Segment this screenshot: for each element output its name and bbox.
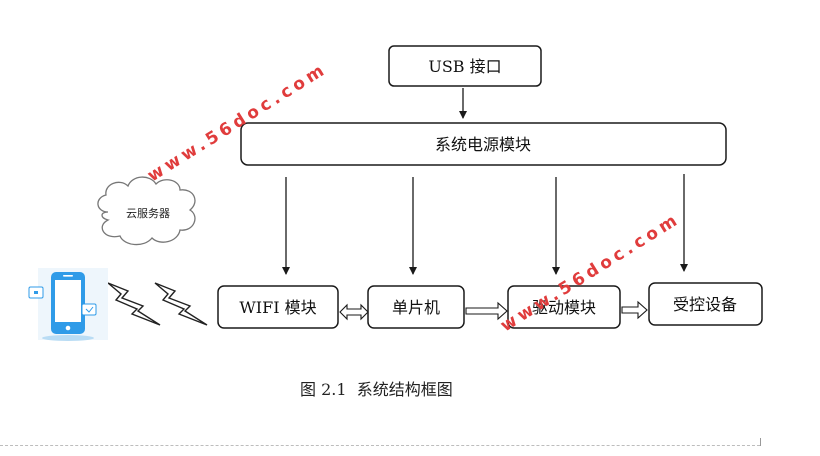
- mcu-box: 单片机: [367, 285, 465, 329]
- figure-caption: 图 2.1 系统结构框图: [300, 380, 453, 399]
- controlled-device-box: 受控设备: [648, 282, 763, 326]
- driver-module-box: 驱动模块: [507, 285, 621, 329]
- wifi-mcu-bidirectional-arrow: [339, 303, 369, 321]
- power-module-label: 系统电源模块: [435, 135, 531, 154]
- driver-module-label: 驱动模块: [532, 298, 596, 317]
- mcu-to-driver-arrow: [465, 301, 508, 321]
- smartphone-icon: [28, 268, 108, 341]
- wifi-module-box: WIFI 模块: [217, 285, 339, 329]
- driver-to-device-arrow: [621, 300, 648, 320]
- cloud-server-label: 云服务器: [126, 207, 170, 220]
- page-corner-mark: [760, 438, 769, 446]
- power-module-box: 系统电源模块: [240, 122, 727, 166]
- cloud-icon: 云服务器: [97, 176, 196, 246]
- lightning-bolt-icon: [107, 282, 161, 326]
- usb-interface-label: USB 接口: [428, 57, 501, 76]
- lightning-bolt-icon: [154, 282, 208, 326]
- controlled-device-label: 受控设备: [673, 295, 737, 314]
- mcu-label: 单片机: [392, 298, 440, 317]
- page-divider: [0, 445, 760, 446]
- wifi-module-label: WIFI 模块: [239, 298, 316, 317]
- usb-interface-box: USB 接口: [388, 45, 542, 87]
